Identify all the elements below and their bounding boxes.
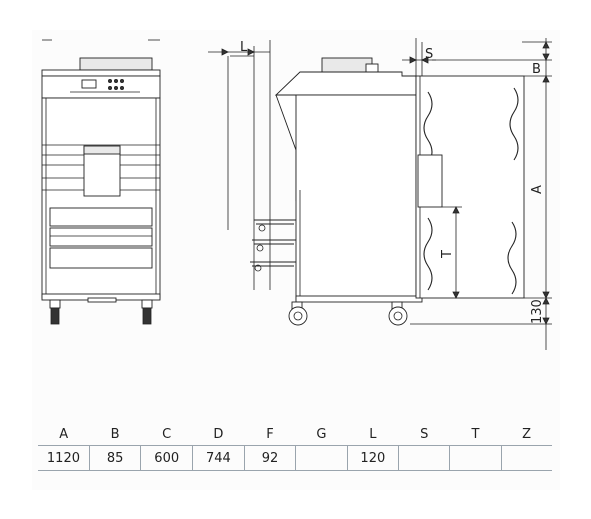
front-view bbox=[41, 39, 161, 325]
value-t bbox=[449, 445, 502, 471]
value-c: 600 bbox=[140, 445, 193, 471]
header-g: G bbox=[316, 426, 327, 442]
table-row: 1120 85 600 744 92 120 bbox=[38, 445, 552, 471]
dim-label-b: B bbox=[532, 62, 541, 77]
value-s bbox=[398, 445, 450, 471]
value-g bbox=[295, 445, 347, 471]
dim-label-l: L bbox=[240, 40, 248, 55]
header-l: L bbox=[369, 426, 377, 442]
value-a: 1120 bbox=[38, 445, 90, 471]
side-view bbox=[250, 57, 423, 326]
header-f: F bbox=[266, 426, 274, 442]
header-z: Z bbox=[522, 426, 532, 442]
header-t: T bbox=[471, 426, 480, 442]
dimensions-table: A B C D F G L S T Z 1120 85 600 744 92 1… bbox=[38, 423, 552, 471]
header-c: C bbox=[162, 426, 172, 442]
table-header-row: A B C D F G L S T Z bbox=[38, 423, 552, 446]
dim-label-base: 130 bbox=[530, 299, 545, 324]
header-b: B bbox=[110, 426, 120, 442]
dim-label-t: T bbox=[440, 250, 455, 259]
header-a: A bbox=[59, 426, 69, 442]
cabinet-view bbox=[415, 75, 525, 299]
dim-label-s: S bbox=[425, 47, 433, 62]
dimension-lines bbox=[208, 38, 552, 350]
dim-label-a: A bbox=[530, 185, 545, 194]
header-s: S bbox=[420, 426, 429, 442]
value-b: 85 bbox=[88, 445, 141, 471]
value-d: 744 bbox=[192, 445, 245, 471]
value-z bbox=[500, 445, 552, 471]
value-l: 120 bbox=[346, 445, 399, 471]
value-f: 92 bbox=[243, 445, 296, 471]
header-d: D bbox=[213, 426, 224, 442]
